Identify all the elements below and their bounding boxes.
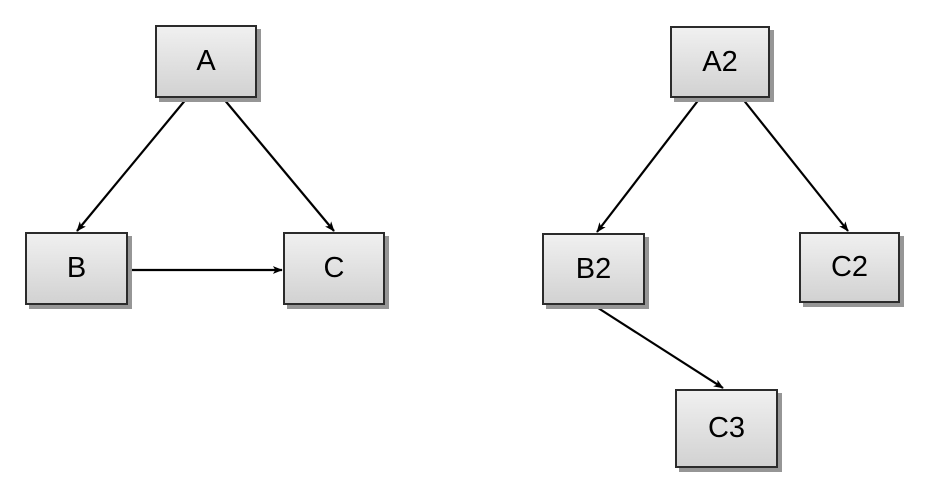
edge-a2-to-b2 <box>596 97 701 233</box>
node-a2[interactable]: A2 <box>670 26 770 98</box>
node-label-b2: B2 <box>575 252 612 285</box>
edge-a-to-c <box>222 97 335 232</box>
edges-group <box>76 97 849 389</box>
node-c[interactable]: C <box>283 232 385 305</box>
node-b[interactable]: B <box>25 232 128 305</box>
node-label-a: A <box>196 45 216 77</box>
node-label-c2: C2 <box>830 251 869 283</box>
node-a[interactable]: A <box>155 25 257 98</box>
node-label-a2: A2 <box>702 45 738 78</box>
node-c2[interactable]: C2 <box>799 232 900 303</box>
node-label-b: B <box>66 252 87 284</box>
node-label-c3: C3 <box>707 412 746 444</box>
node-label-c: C <box>323 252 345 284</box>
edge-b2-to-c3 <box>594 305 724 389</box>
edge-a2-to-c2 <box>741 97 849 232</box>
edge-a-to-b <box>76 97 188 232</box>
node-b2[interactable]: B2 <box>542 233 645 305</box>
node-c3[interactable]: C3 <box>675 389 778 468</box>
